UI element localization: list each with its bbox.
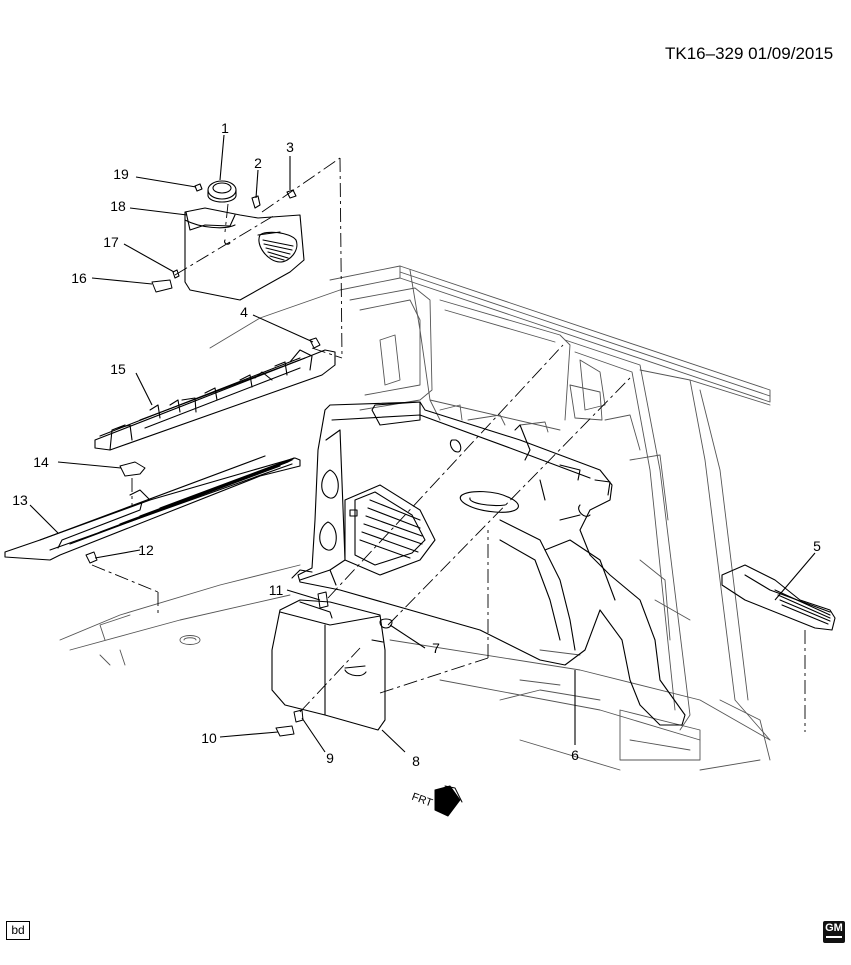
small-fasteners [172,183,297,279]
upper-trim-panel [184,207,305,301]
bd-label: bd [6,921,30,940]
front-indicator-label: FRT [410,791,434,810]
quarter-trim-panel [291,401,686,726]
cap-16 [151,279,173,293]
cover-14 [119,461,146,477]
callout-7: 7 [432,640,440,656]
document-id: TK16–329 01/09/2015 [665,44,834,63]
callout-9: 9 [326,750,334,766]
fastener-4 [309,337,321,349]
callout-17: 17 [103,234,119,250]
gm-logo-text: GM [825,922,843,934]
nut-7 [379,618,393,629]
sill-plate [4,455,301,561]
alignment-lines [91,157,806,732]
callout-12: 12 [138,542,154,558]
cap-10 [275,725,295,737]
callout-1: 1 [221,120,229,136]
front-arrow-icon [434,785,463,817]
gm-logo-icon: GM [823,921,845,943]
callout-16: 16 [71,270,87,286]
rear-sill-plate [721,564,836,631]
callout-2: 2 [254,155,262,171]
clip-11 [317,591,329,609]
callout-3: 3 [286,139,294,155]
lower-trim-panel [271,599,386,731]
callout-19: 19 [113,166,129,182]
vehicle-body-outline [209,265,771,741]
fastener-9 [293,709,304,723]
clip-12 [85,551,98,564]
callout-11: 11 [269,582,284,598]
callout-13: 13 [12,492,28,508]
callout-6: 6 [571,747,579,763]
gm-logo-bar [826,936,842,938]
callout-15: 15 [110,361,126,377]
windowsill-trim [94,349,336,451]
callout-labels: 1 2 3 4 5 6 7 8 9 10 11 12 13 14 15 16 1… [12,120,821,769]
callout-5: 5 [813,538,821,554]
callout-18: 18 [110,198,126,214]
leader-lines [29,134,816,753]
callout-8: 8 [412,753,420,769]
callout-14: 14 [33,454,49,470]
speaker-grille [207,180,237,203]
floor-outline [59,564,771,771]
callout-10: 10 [201,730,217,746]
callout-4: 4 [240,304,248,320]
